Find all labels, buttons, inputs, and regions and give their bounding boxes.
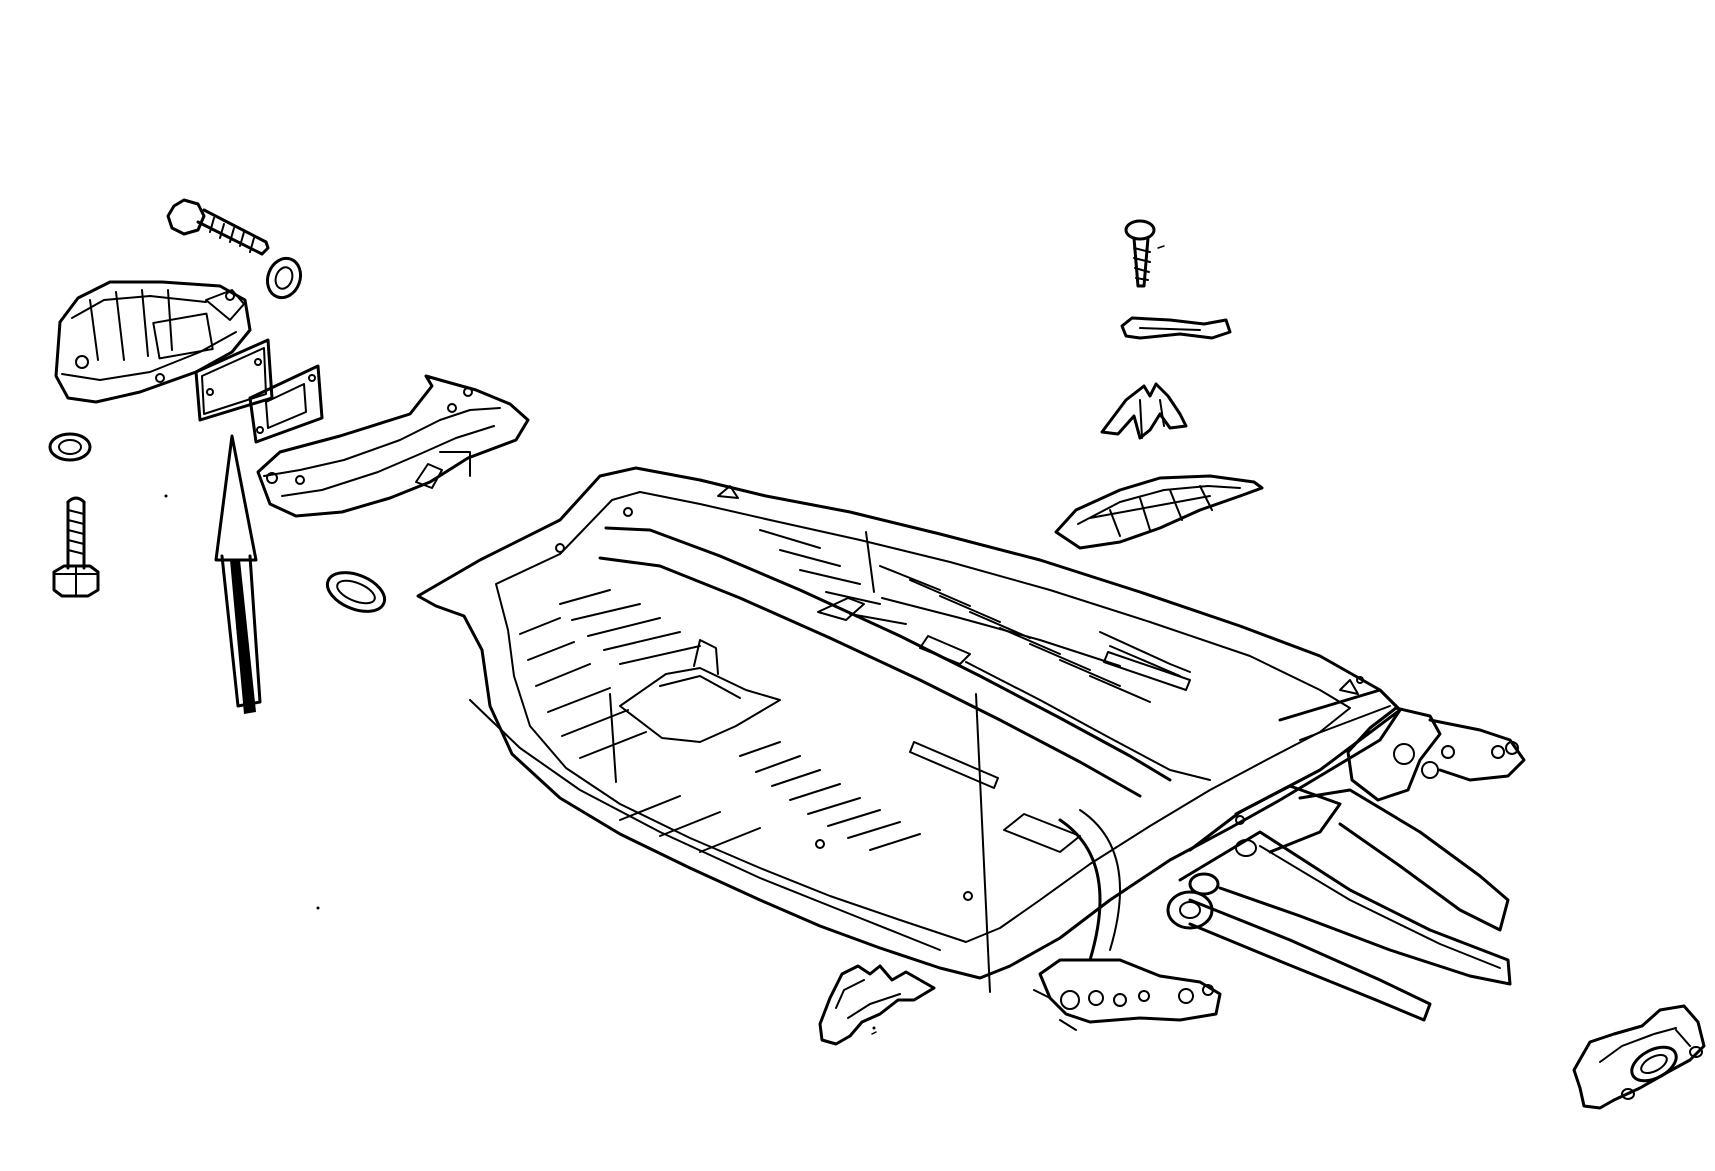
mount-bracket-icon xyxy=(1572,1004,1706,1110)
torsion-housing-icon xyxy=(1178,784,1512,1022)
floor-pan-icon xyxy=(416,466,1402,993)
torsion-housing-icon xyxy=(1346,706,1526,802)
hex-bolt-icon xyxy=(166,198,270,256)
gasket-icon xyxy=(248,364,324,444)
gasket-icon xyxy=(194,338,274,422)
torsion-housing-icon xyxy=(1033,958,1222,1031)
hex-bolt-icon xyxy=(52,496,100,598)
crossmember-icon xyxy=(256,374,530,518)
bracket-icon xyxy=(818,964,936,1046)
transmission-mount-icon xyxy=(54,280,252,404)
cover-plate-icon xyxy=(1054,474,1264,550)
clip-icon xyxy=(1120,316,1232,340)
washer-icon xyxy=(265,256,303,300)
washer-icon xyxy=(48,432,92,462)
bracket-icon xyxy=(1100,382,1188,440)
grommet-icon xyxy=(325,571,387,613)
mount-cylinder xyxy=(1166,839,1257,930)
screw-icon xyxy=(1124,219,1165,288)
arrow-up-icon xyxy=(214,434,262,714)
